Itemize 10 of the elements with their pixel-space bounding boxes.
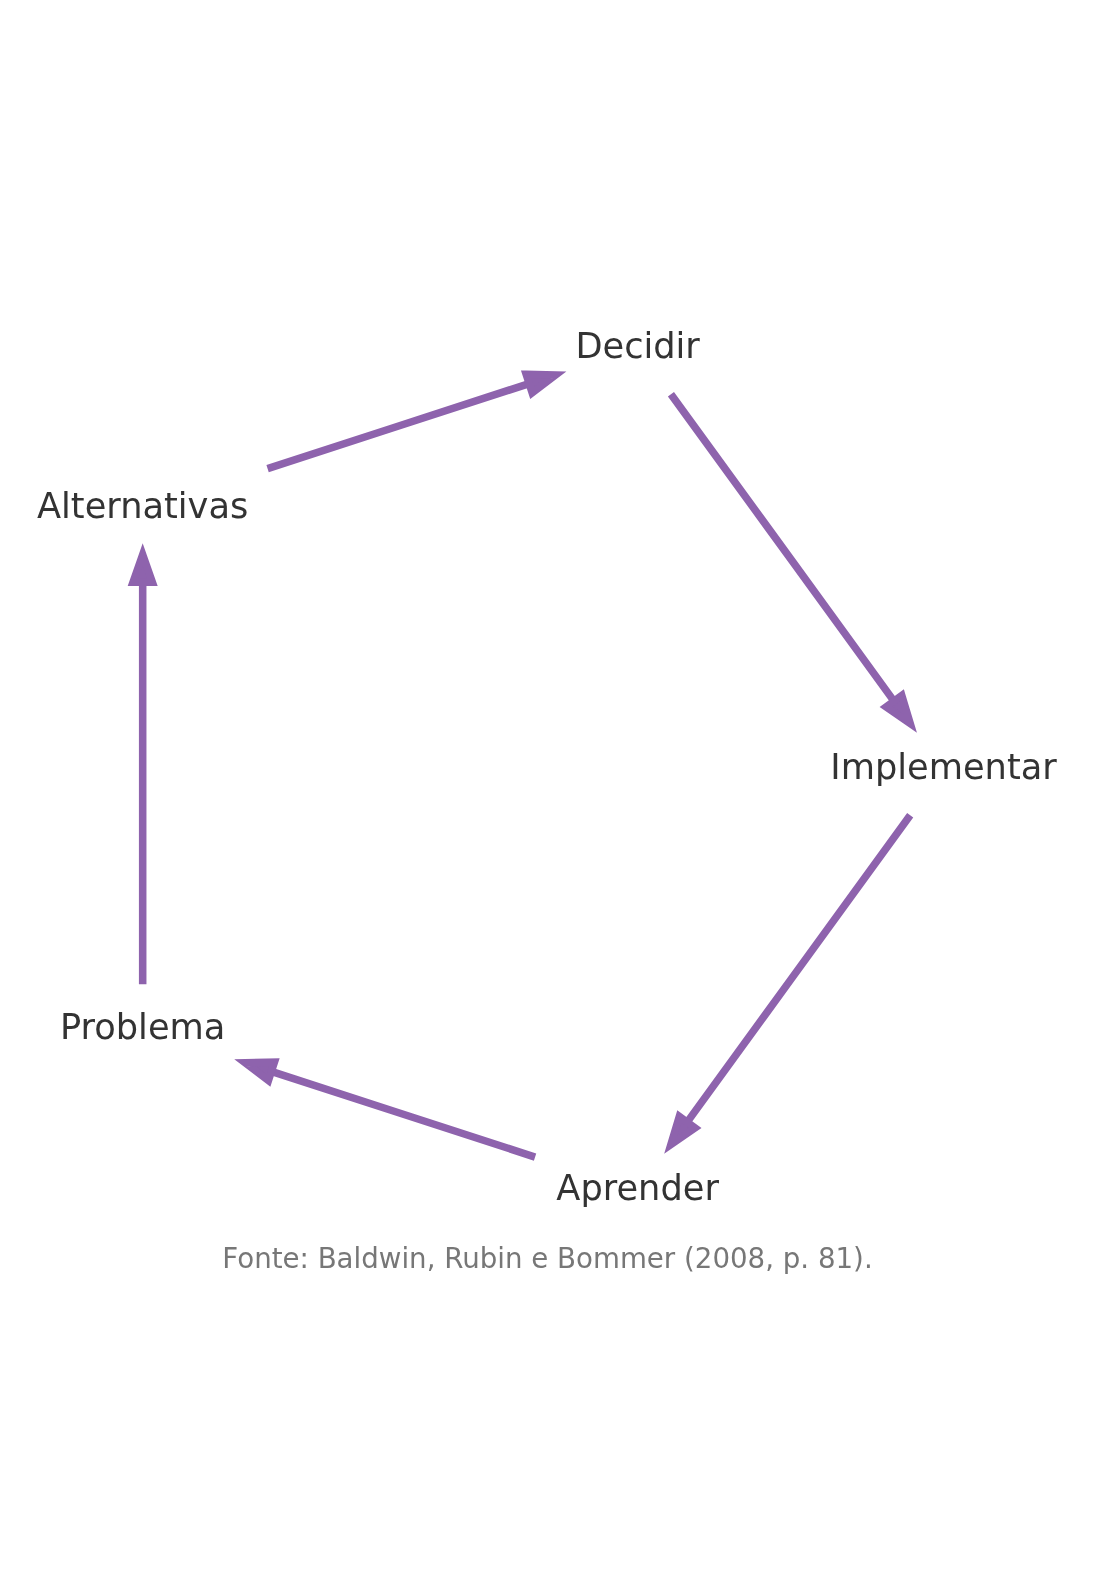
node-text: Problema bbox=[59, 1005, 226, 1047]
arrow bbox=[266, 369, 567, 472]
arrow bbox=[667, 391, 917, 733]
node-text: Implementar bbox=[830, 745, 1057, 787]
arrow bbox=[664, 812, 914, 1154]
node-text: Aprender bbox=[556, 1166, 719, 1208]
arrow bbox=[234, 1057, 537, 1161]
node-text: Decidir bbox=[575, 324, 700, 366]
node-text: Alternativas bbox=[37, 484, 249, 526]
caption: Fonte: Baldwin, Rubin e Bommer (2008, p. 81). bbox=[222, 1241, 873, 1275]
